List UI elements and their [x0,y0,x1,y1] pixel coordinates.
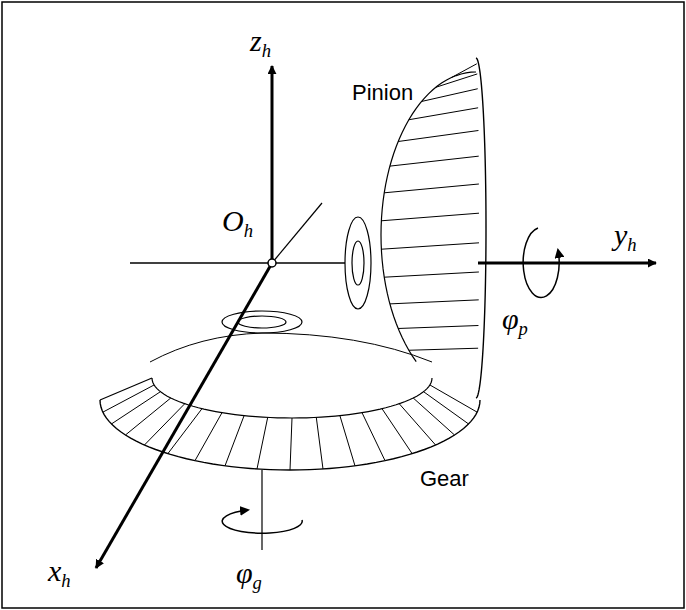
pinion-rotation-arrow [523,228,559,297]
origin-label: Oh [222,206,253,240]
pinion-tooth [381,243,479,249]
gear-tooth [125,398,170,435]
pinion-tooth [390,300,479,304]
y-axis [478,262,656,265]
gear-rotation-arrow [222,510,302,533]
gear-tooth [225,416,244,466]
gear-tooth [103,385,154,412]
axis-label: xh [48,556,71,590]
pinion-tooth [390,156,479,166]
y-axis-back [130,262,345,263]
gear-tooth [111,392,160,424]
pinion-tooth [409,108,478,120]
gear-face [150,333,432,362]
gear-tooth [399,404,435,445]
rotation-label: φg [236,558,262,592]
rotation-label: φp [502,304,528,338]
gear-axis [261,470,262,550]
pinion-back [476,58,486,398]
gear-tooth [430,385,477,412]
pinion-hub [345,217,371,309]
gear-tooth [257,417,268,469]
gear-tooth [362,413,385,461]
gear-tooth [195,413,222,461]
axis-label: zh [250,26,271,60]
pinion-tooth [384,184,479,193]
gear-tooth [290,418,292,470]
gear-tooth [316,417,323,469]
z-axis [271,66,274,262]
pinion-tooth [409,348,478,350]
x-axis-back [272,203,322,263]
part-name: Pinion [352,82,413,104]
pinion-tooth [398,130,478,141]
axes [96,66,656,568]
gear-tooth [340,416,355,466]
pinion-tooth [422,89,478,102]
x-axis [96,263,272,568]
pinion-tooth [384,272,479,277]
origin-point [268,259,276,267]
gear-tooth [382,409,412,454]
gear-tooth [413,398,454,435]
pinion-tooth [398,326,478,329]
part-name: Gear [420,468,469,490]
pinion-drawing [345,58,486,398]
gear-tooth [424,392,469,424]
axis-label: yh [614,220,637,254]
pinion-tooth [436,74,477,87]
gear-edge [100,378,152,400]
gear-bore [238,316,286,328]
gear-drawing [100,311,480,470]
pinion-bore [352,241,364,285]
pinion-tooth [381,213,479,221]
